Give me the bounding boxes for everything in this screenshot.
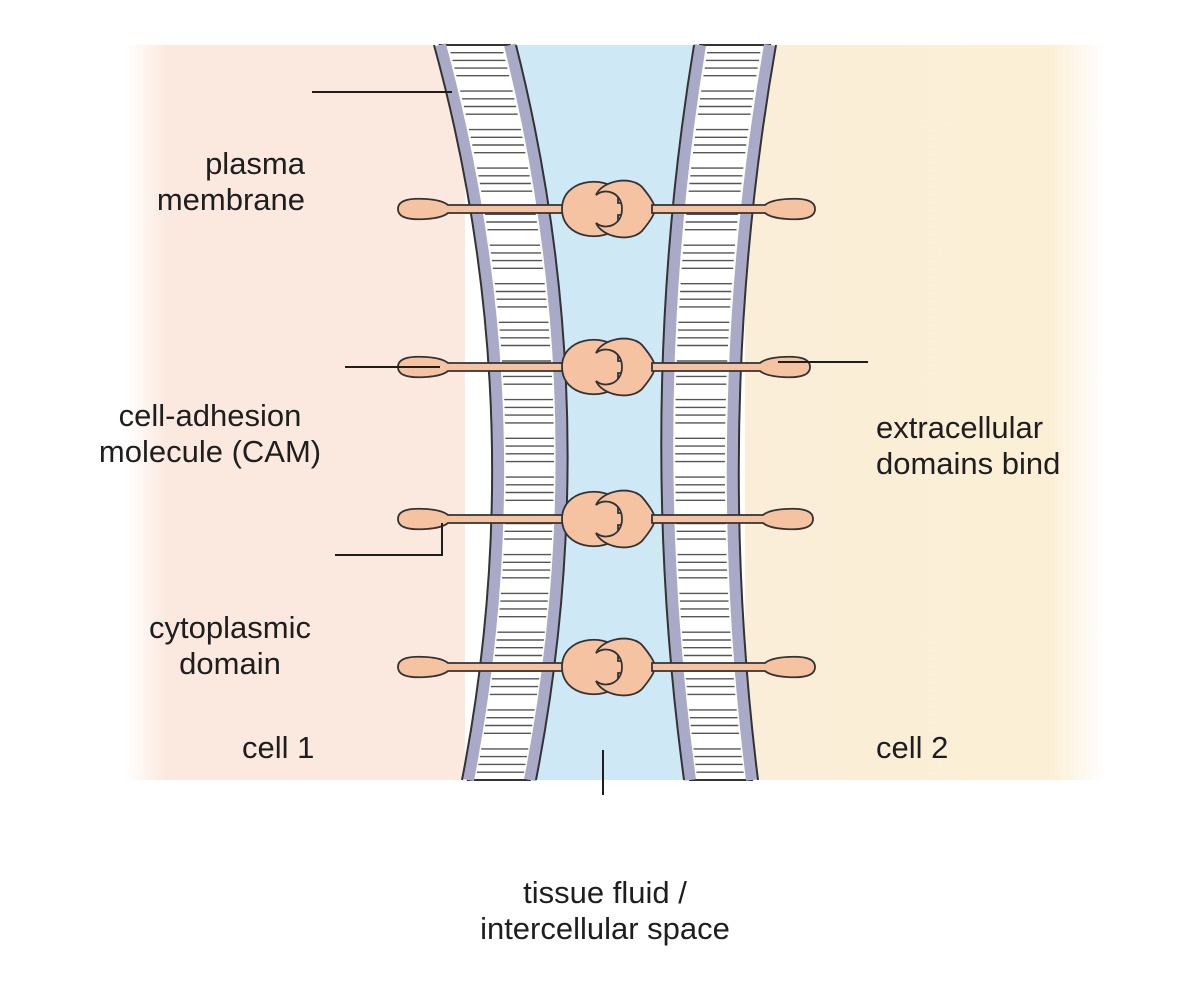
right-cam-stalk — [651, 655, 816, 679]
cam-pair-1 — [397, 179, 816, 239]
cell-2-label: cell 2 — [876, 730, 949, 765]
cam-pairs — [397, 179, 816, 697]
cam-pair-4 — [397, 637, 816, 697]
left-plasma-membrane — [433, 43, 569, 782]
cell-adhesion-diagram — [125, 43, 1105, 795]
right-cam-stalk — [651, 355, 811, 379]
tissue-fluid-label: tissue fluid /intercellular space — [480, 875, 730, 946]
cam-pair-3 — [397, 489, 814, 549]
cytoplasmic-domain-leader — [335, 523, 443, 556]
cam-pair-2 — [397, 337, 811, 397]
right-cam-stalk — [651, 197, 816, 221]
right-cam-stalk — [651, 507, 814, 531]
cell-1-label: cell 1 — [242, 730, 315, 765]
